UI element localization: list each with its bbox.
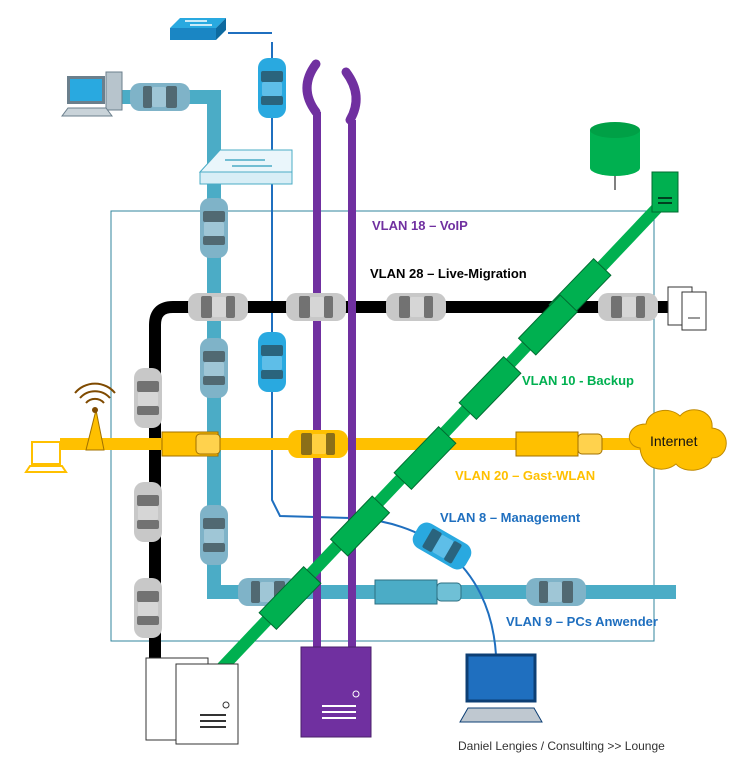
switch-icon <box>170 18 226 40</box>
car-icon <box>188 293 248 321</box>
vlan-18-lines <box>313 112 356 655</box>
truck-icon <box>517 294 579 356</box>
car-icon <box>200 338 228 398</box>
workstation-icon <box>61 71 123 117</box>
truck-icon <box>161 431 221 457</box>
wifi-access-point-icon <box>74 382 116 451</box>
car-icon <box>409 518 475 574</box>
truck-icon <box>458 355 522 421</box>
voip-server-icon <box>300 646 372 738</box>
monitor-icon <box>459 653 543 723</box>
vlan-10-label: VLAN 10 - Backup <box>522 373 634 388</box>
ip-phone-icon <box>302 59 361 125</box>
car-icon <box>200 505 228 565</box>
internet-label: Internet <box>650 433 698 449</box>
car-icon <box>134 368 162 428</box>
vlan-28-line <box>149 301 676 675</box>
car-icon <box>258 58 286 118</box>
laptop-icon <box>24 441 68 473</box>
truck-icon <box>393 425 457 491</box>
internet-cloud-icon: Internet <box>629 409 727 471</box>
vlan-18-label: VLAN 18 – VoIP <box>372 218 468 233</box>
car-icon <box>134 578 162 638</box>
core-switch-icon <box>198 149 293 185</box>
database-icon <box>590 122 640 190</box>
truck-icon <box>374 579 462 605</box>
truck-icon <box>329 495 391 557</box>
vlan-20-label: VLAN 20 – Gast-WLAN <box>455 468 595 483</box>
car-icon <box>200 198 228 258</box>
car-icon <box>386 293 446 321</box>
vlan-8-label: VLAN 8 – Management <box>440 510 581 525</box>
car-icon <box>598 293 658 321</box>
vlan-28-label: VLAN 28 – Live-Migration <box>370 266 527 281</box>
live-migration-server-icon <box>145 657 239 745</box>
credit-text: Daniel Lengies / Consulting >> Lounge <box>458 739 665 753</box>
car-icon <box>134 482 162 542</box>
car-icon <box>130 83 190 111</box>
car-icon <box>526 578 586 606</box>
server-icon <box>667 286 707 331</box>
car-icon <box>288 430 348 458</box>
vlan-9-label: VLAN 9 – PCs Anwender <box>506 614 658 629</box>
car-icon <box>258 332 286 392</box>
truck-icon <box>258 565 322 631</box>
car-icon <box>286 293 346 321</box>
truck-icon <box>515 431 603 457</box>
backup-server-icon <box>651 171 679 213</box>
